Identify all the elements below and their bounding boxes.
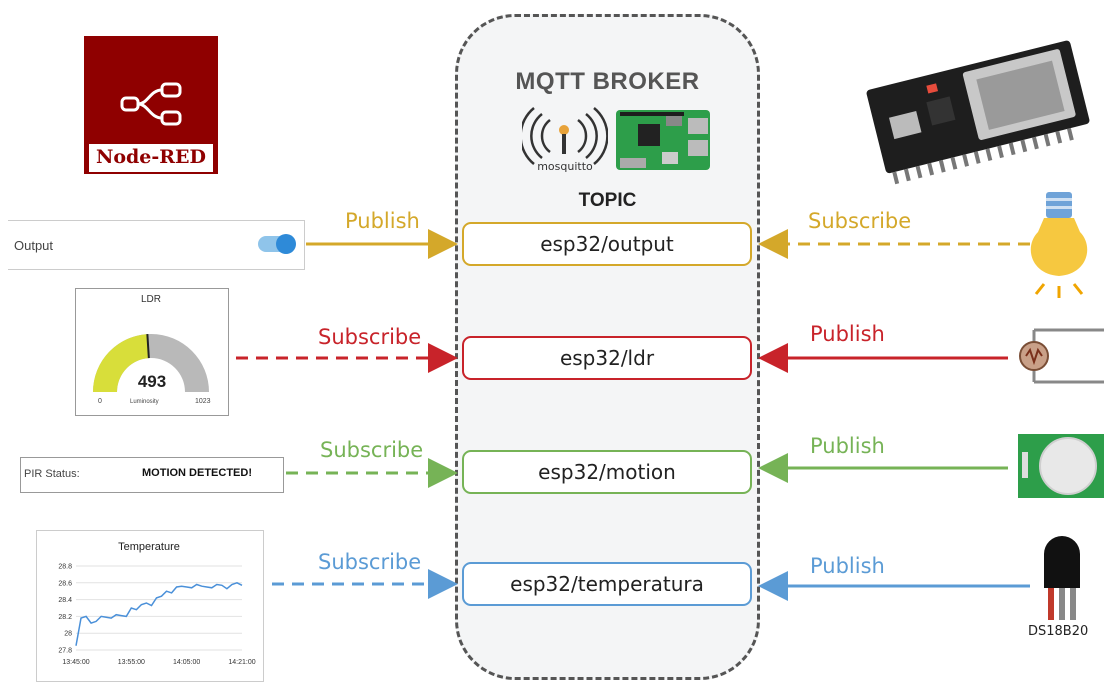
broker-title: MQTT BROKER [515, 68, 700, 95]
arrow-label-right-output: Subscribe [808, 209, 912, 233]
output-widget [8, 220, 305, 270]
temperature-series-line [75, 581, 243, 646]
chart-ytick-label: 28.2 [58, 614, 72, 621]
topic-box-ldr: esp32/ldr [462, 336, 752, 380]
temperature-chart-widget [36, 530, 264, 682]
mosquitto-logo: mosquitto [522, 107, 608, 173]
arrow-label-left-temperatura: Subscribe [318, 550, 422, 574]
ldr-gauge-widget [75, 288, 229, 416]
ds18b20-sensor-icon [1044, 536, 1080, 620]
chart-ytick-label: 28.8 [58, 564, 72, 571]
arrow-label-left-output: Publish [345, 209, 420, 233]
chart-xtick-label: 13:55:00 [118, 659, 145, 666]
temperature-chart: 28.8 28.6 28.4 28.2 28 27.8 13:45:00 13:55:00 14… [58, 564, 255, 667]
pir-status-widget [20, 457, 284, 493]
nodered-flow-icon [120, 82, 182, 126]
ldr-gauge-max: 1023 [195, 398, 211, 405]
ds18b20-label: DS18B20 [1028, 624, 1089, 639]
temperature-chart-title: Temperature [118, 541, 180, 553]
chart-ytick-label: 28 [64, 631, 72, 638]
pir-status-value: MOTION DETECTED! [142, 467, 252, 479]
output-label: Output [14, 238, 54, 253]
topic-label: TOPIC [578, 190, 637, 211]
chart-ytick-label: 28.6 [58, 580, 72, 587]
ldr-gauge-unit: Luminosity [130, 399, 159, 405]
chart-ytick-label: 27.8 [58, 648, 72, 655]
raspberry-pi-board-icon [616, 110, 710, 170]
ldr-gauge-title: LDR [140, 294, 161, 305]
chart-xtick-label: 14:05:00 [173, 659, 200, 666]
arrow-label-left-motion: Subscribe [320, 438, 424, 462]
ldr-gauge [93, 334, 209, 392]
light-bulb-icon [1030, 192, 1088, 298]
pir-sensor-icon [1018, 434, 1104, 498]
pir-status-label: PIR Status: [24, 468, 80, 480]
arrow-label-right-temperatura: Publish [810, 554, 885, 578]
ldr-gauge-value: 493 [137, 372, 167, 391]
chart-xtick-label: 14:21:00 [228, 659, 255, 666]
arrow-label-right-ldr: Publish [810, 322, 885, 346]
nodered-label: Node-RED [95, 146, 207, 168]
topic-box-output: esp32/output [462, 222, 752, 266]
arrow-label-left-ldr: Subscribe [318, 325, 422, 349]
arrow-label-right-motion: Publish [810, 434, 885, 458]
esp32-board-icon [866, 40, 1090, 185]
ldr-sensor-icon [1019, 328, 1104, 384]
chart-xtick-label: 13:45:00 [62, 659, 89, 666]
mosquitto-label: mosquitto [537, 160, 593, 173]
ldr-gauge-min: 0 [98, 398, 102, 405]
chart-ytick-label: 28.4 [58, 597, 72, 604]
topic-box-motion: esp32/motion [462, 450, 752, 494]
topic-box-temperatura: esp32/temperatura [462, 562, 752, 606]
output-toggle-knob[interactable] [276, 234, 296, 254]
